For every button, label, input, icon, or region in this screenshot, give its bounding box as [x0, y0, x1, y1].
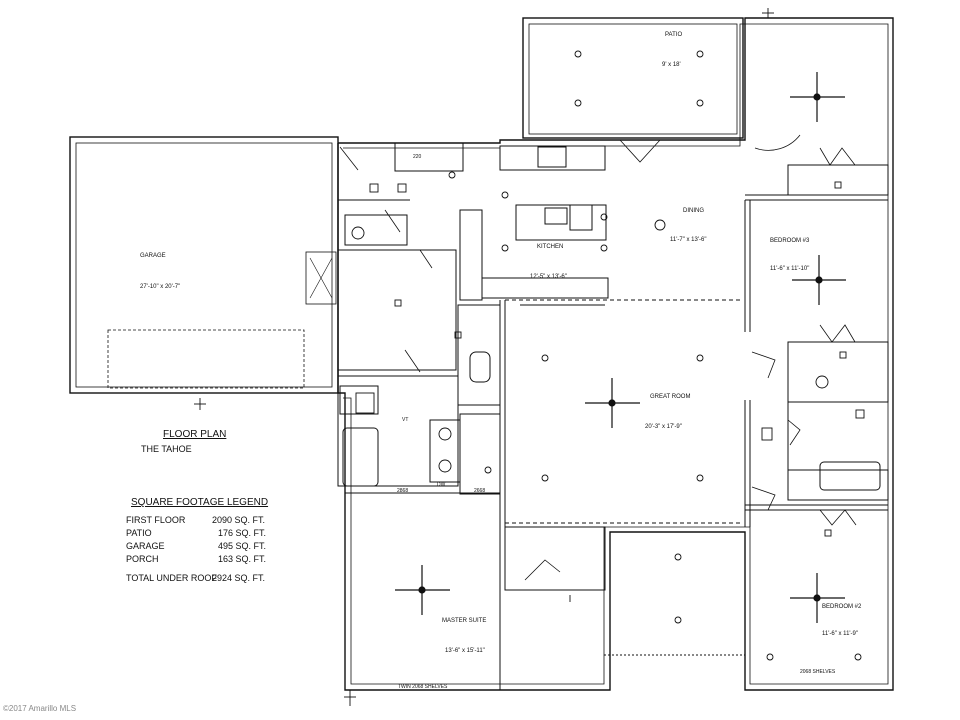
shelf-master-label: TWIN 2068 SHELVES — [398, 684, 448, 690]
legend-row-value: 495 SQ. FT. — [218, 541, 266, 551]
legend-value: 163 SQ. FT. — [218, 554, 267, 564]
kitchen-name: KITCHEN — [537, 244, 563, 250]
legend-row-label: PORCH — [126, 554, 159, 564]
master-suite-size: 13'-6" x 15'-11" — [445, 648, 485, 654]
patio-name: PATIO — [665, 32, 682, 38]
great-room-size: 20'-3" x 17'-9" — [645, 424, 682, 430]
oven-label: 220 — [413, 154, 422, 160]
dining-size: 11'-7" x 13'-6" — [670, 237, 706, 243]
master-suite-name: MASTER SUITE — [442, 618, 486, 624]
legend-row-value: 163 SQ. FT. — [218, 554, 266, 564]
plan-subtitle: THE TAHOE — [141, 444, 192, 454]
legend-value: 176 SQ. FT. — [218, 528, 267, 538]
ceiling-fans — [395, 72, 846, 623]
legend-row-label: TOTAL UNDER ROOF — [126, 573, 217, 583]
legend-row-label: FIRST FLOOR — [126, 515, 186, 525]
room-labels: PATIO 9' x 18' GARAGE 27'-10" x 20'-7" K… — [140, 32, 862, 690]
closet-label-2: 2668 — [474, 488, 485, 494]
garage-name: GARAGE — [140, 253, 166, 259]
garage-walls — [69, 136, 339, 394]
legend-row: PATIO — [126, 528, 152, 538]
legend-value: 2924 SQ. FT. — [212, 573, 266, 583]
vt-label: VT — [402, 417, 408, 423]
bedroom2-name: BEDROOM #2 — [822, 604, 862, 610]
kitchen-size: 12'-5" x 13'-6" — [530, 274, 567, 280]
legend-row-label: GARAGE — [126, 541, 165, 551]
legend-row: TOTAL UNDER ROOF — [126, 573, 217, 583]
great-room-name: GREAT ROOM — [650, 394, 690, 400]
legend-title: SQUARE FOOTAGE LEGEND — [131, 497, 269, 508]
patio-walls — [522, 17, 744, 139]
plan-title: FLOOR PLAN — [163, 429, 227, 440]
interior-walls — [337, 142, 889, 690]
shelf-bed2-label: 2068 SHELVES — [800, 669, 836, 675]
legend-row-value: 2090 SQ. FT. — [212, 515, 265, 525]
door-swings — [339, 134, 857, 581]
bedroom3-name: BEDROOM #3 — [770, 238, 810, 244]
legend-row-value: 176 SQ. FT. — [218, 528, 266, 538]
garage-size: 27'-10" x 20'-7" — [140, 284, 180, 290]
legend-row: GARAGE — [126, 541, 165, 551]
legend-row: FIRST FLOOR — [126, 515, 185, 525]
legend-row: PORCH — [126, 554, 159, 564]
light-fixtures — [351, 50, 865, 661]
bedroom3-size: 11'-6" x 11'-10" — [770, 266, 809, 272]
dining-name: DINING — [683, 208, 704, 214]
patio-size: 9' x 18' — [662, 62, 681, 68]
legend-value: 2090 SQ. FT. — [212, 515, 266, 525]
legend-value: 495 SQ. FT. — [218, 541, 267, 551]
section-markers — [194, 8, 774, 706]
legend-row-label: PATIO — [126, 528, 152, 538]
bedroom2-size: 11'-6" x 11'-9" — [822, 631, 858, 637]
closet-label-1: 2868 — [397, 488, 408, 494]
dw-label: DW — [437, 482, 446, 488]
legend-row-value: 2924 SQ. FT. — [212, 573, 265, 583]
watermark: ©2017 Amarillo MLS — [3, 704, 77, 713]
